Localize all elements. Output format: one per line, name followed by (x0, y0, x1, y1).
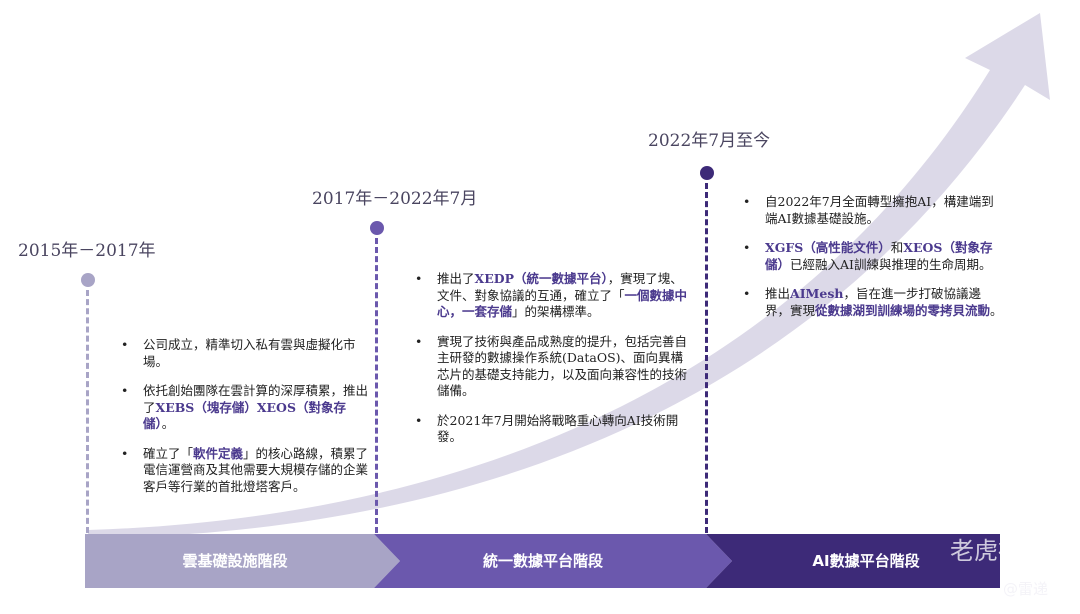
bullet-marker-icon: • (415, 271, 423, 286)
highlighted-text: 從數據湖到訓練場的零拷貝流動 (815, 302, 991, 318)
bullet-text: 。 (990, 302, 1003, 318)
highlighted-text: XEDP（統一數據平台） (474, 271, 608, 286)
bullet-item: • XGFS（高性能文件）和XEOS（對象存儲）已經融入AI訓練與推理的生命周期。 (737, 240, 1003, 273)
period-2-content: • 推出了XEDP（統一數據平台），實現了塊、文件、對象協議的互通，確立了「一個數… (409, 271, 693, 459)
bullet-text: 實現了技術與產品成熟度的提升，包括完善自主研發的數據操作系統(DataOS)、面… (437, 333, 688, 399)
bullet-text: 已經融入AI訓練與推理的生命周期。 (790, 256, 992, 272)
stage-label-2: 統一數據平台階段 (482, 552, 603, 570)
period-3-marker (700, 166, 714, 180)
bullet-item: • 自2022年7月全面轉型擁抱AI，構建端到端AI數據基礎設施。 (737, 194, 1003, 227)
bullet-item: • 依托創始團隊在雲計算的深厚積累，推出了XEBS（塊存儲）XEOS（對象存儲）。 (115, 383, 377, 433)
period-3-connector (705, 183, 708, 533)
bullet-text: 確立了「 (143, 445, 194, 461)
highlighted-text: XEOS（對象存儲） (765, 240, 993, 272)
stage-bar-2 (374, 534, 732, 588)
bullet-text: 於2021年7月開始將戰略重心轉向AI技術開發。 (437, 412, 679, 445)
highlighted-text: AIMesh (790, 286, 844, 301)
growth-arrow (88, 13, 1050, 538)
bullet-marker-icon: • (121, 337, 129, 352)
period-1-connector (86, 290, 89, 533)
bullet-text: 公司成立，精準切入私有雲與虛擬化市場。 (143, 337, 356, 369)
period-1-marker (81, 273, 95, 287)
highlighted-text: 軟件定義 (193, 445, 244, 461)
watermark-handle: @雷递 (1003, 580, 1049, 598)
period-1-date: 2015年－2017年 (18, 241, 156, 261)
bullet-item: • 確立了「軟件定義」的核心路線，積累了電信運營商及其他需要大規模存儲的企業客戶等… (115, 446, 377, 496)
period-2-bullet-list: • 推出了XEDP（統一數據平台），實現了塊、文件、對象協議的互通，確立了「一個數… (409, 271, 693, 446)
bullet-item: • 於2021年7月開始將戰略重心轉向AI技術開發。 (409, 413, 693, 446)
highlighted-text: XGFS（高性能文件） (765, 240, 891, 255)
bullet-marker-icon: • (121, 445, 129, 461)
bullet-marker-icon: • (121, 383, 129, 398)
bullet-marker-icon: • (743, 240, 751, 255)
period-3-bullet-list: • 自2022年7月全面轉型擁抱AI，構建端到端AI數據基礎設施。 • XGFS（高性… (737, 194, 1003, 319)
bullet-marker-icon: • (415, 412, 423, 428)
bullet-text: 」的架構標準。 (512, 304, 600, 319)
bullet-text: 推出了 (437, 271, 475, 286)
bullet-item: • 實現了技術與產品成熟度的提升，包括完善自主研發的數據操作系統(DataOS)、… (409, 334, 693, 400)
period-3-content: • 自2022年7月全面轉型擁抱AI，構建端到端AI數據基礎設施。 • XGFS（高性… (737, 194, 1003, 332)
bullet-item: • 推出AIMesh，旨在進一步打破協議邊界，實現從數據湖到訓練場的零拷貝流動。 (737, 286, 1003, 319)
highlighted-text: XEBS（塊存儲）XEOS（對象存儲） (143, 399, 346, 432)
watermark-brand: 老虎社区 (950, 537, 1046, 565)
bullet-text: 推出 (765, 286, 791, 301)
highlighted-text: 一個數據中心，一套存儲 (437, 287, 688, 320)
stage-bar-3 (706, 534, 1000, 588)
bullet-text: 自2022年7月全面轉型擁抱AI，構建端到端AI數據基礎設施。 (765, 194, 994, 226)
period-1-content: • 公司成立，精準切入私有雲與虛擬化市場。 • 依托創始團隊在雲計算的深厚積累，推出了… (115, 337, 377, 508)
bullet-item: • 公司成立，精準切入私有雲與虛擬化市場。 (115, 337, 377, 370)
bullet-text: 和 (890, 240, 904, 255)
stage-label-3: AI數據平台階段 (812, 552, 920, 570)
period-1-bullet-list: • 公司成立，精準切入私有雲與虛擬化市場。 • 依托創始團隊在雲計算的深厚積累，推出了… (115, 337, 377, 495)
stage-label-1: 雲基礎設施階段 (182, 552, 288, 570)
bullet-item: • 推出了XEDP（統一數據平台），實現了塊、文件、對象協議的互通，確立了「一個數… (409, 271, 693, 321)
bullet-text: 依托創始團隊在雲計算的深厚積累，推出了 (143, 383, 369, 415)
bullet-marker-icon: • (743, 286, 751, 301)
period-2-connector (375, 238, 378, 533)
bullet-text: 。 (161, 416, 175, 431)
bullet-marker-icon: • (415, 333, 423, 349)
period-2-date: 2017年－2022年7月 (312, 189, 478, 209)
period-3-date: 2022年7月至今 (648, 131, 771, 151)
bullet-text: 」的核心路線，積累了電信運營商及其他需要大規模存儲的企業客戶等行業的首批燈塔客戶… (143, 445, 369, 494)
bullet-text: ，旨在進一步打破協議邊界，實現 (765, 286, 981, 318)
bullet-text: ，實現了塊、文件、對象協議的互通，確立了「 (437, 271, 683, 303)
period-2-marker (370, 221, 384, 235)
bullet-marker-icon: • (743, 194, 751, 209)
stage-bar-1 (85, 534, 400, 588)
